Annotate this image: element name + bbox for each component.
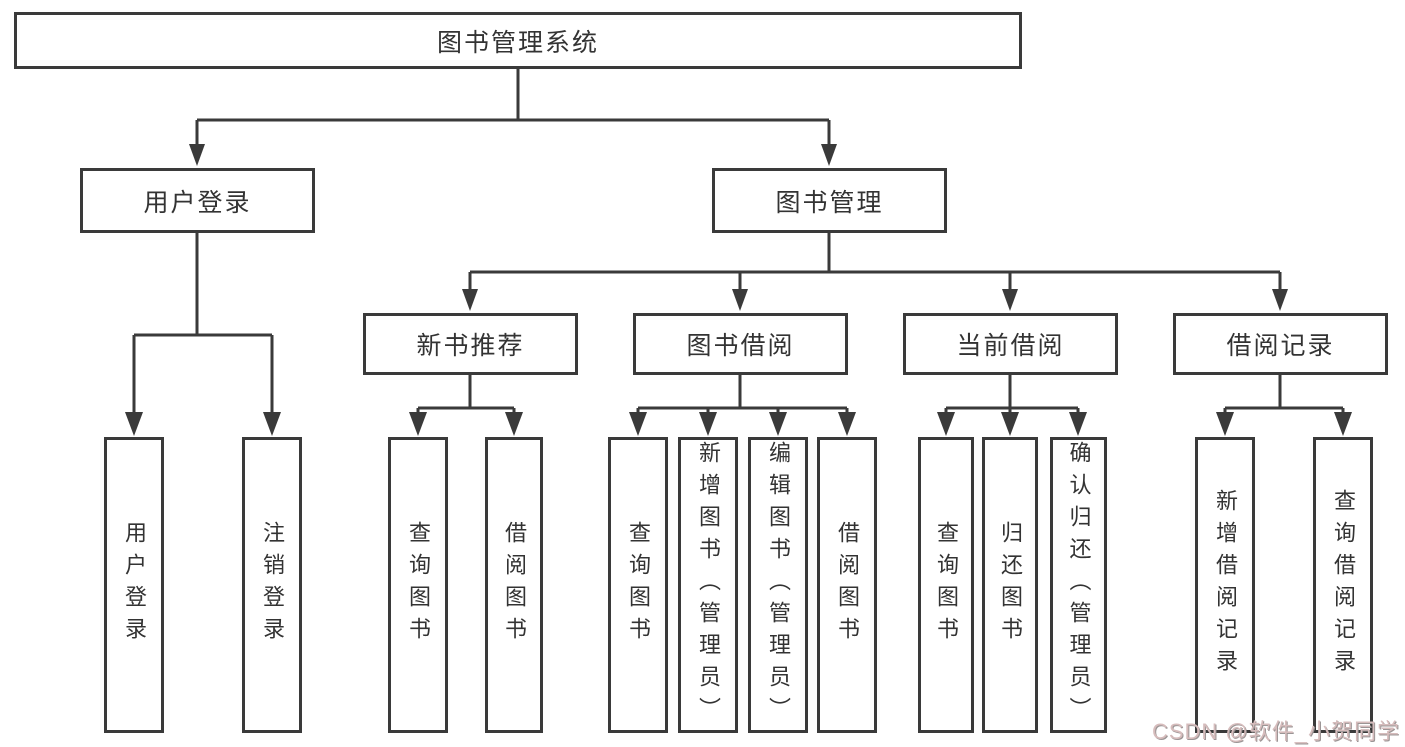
- node-new-book-recommend-label: 新书推荐: [416, 332, 525, 360]
- leaf-borrow-books-label: 借阅图书: [835, 521, 860, 649]
- leaf-add-borrow-record: 新增借阅记录: [1195, 437, 1255, 733]
- node-book-borrow-label: 图书借阅: [686, 332, 795, 360]
- leaf-logout: 注销登录: [242, 437, 302, 733]
- leaf-borrow-books-recommend: 借阅图书: [485, 437, 543, 733]
- leaf-query-books-recommend: 查询图书: [388, 437, 448, 733]
- node-user-login: 用户登录: [80, 168, 315, 233]
- csdn-watermark: CSDN @软件_小贺同学: [1151, 719, 1400, 744]
- node-library-system-label: 图书管理系统: [436, 28, 599, 57]
- leaf-user-login-label: 用户登录: [122, 521, 147, 649]
- leaf-query-books-current-label: 查询图书: [934, 521, 959, 649]
- leaf-edit-books-admin: 编辑图书（管理员）: [748, 437, 808, 733]
- leaf-confirm-return-admin-label: 确认归还（管理员）: [1066, 441, 1092, 729]
- leaf-borrow-books-recommend-label: 借阅图书: [502, 521, 527, 649]
- node-library-system: 图书管理系统: [14, 12, 1022, 69]
- leaf-confirm-return-admin: 确认归还（管理员）: [1050, 437, 1107, 733]
- node-borrow-record: 借阅记录: [1173, 313, 1388, 375]
- leaf-return-books-label: 归还图书: [998, 521, 1023, 649]
- leaf-add-books-admin: 新增图书（管理员）: [678, 437, 738, 733]
- node-new-book-recommend: 新书推荐: [363, 313, 578, 375]
- leaf-add-books-admin-label: 新增图书（管理员）: [696, 441, 721, 729]
- leaf-user-login: 用户登录: [104, 437, 164, 733]
- leaf-query-books-borrow: 查询图书: [608, 437, 668, 733]
- leaf-query-books-recommend-label: 查询图书: [406, 521, 431, 649]
- node-current-borrow-label: 当前借阅: [956, 332, 1065, 360]
- leaf-logout-label: 注销登录: [260, 521, 285, 649]
- leaf-edit-books-admin-label: 编辑图书（管理员）: [766, 441, 791, 729]
- node-current-borrow: 当前借阅: [903, 313, 1118, 375]
- node-book-borrow: 图书借阅: [633, 313, 848, 375]
- leaf-return-books: 归还图书: [982, 437, 1038, 733]
- leaf-query-borrow-record: 查询借阅记录: [1313, 437, 1373, 733]
- leaf-add-borrow-record-label: 新增借阅记录: [1213, 489, 1238, 681]
- leaf-borrow-books: 借阅图书: [817, 437, 877, 733]
- leaf-query-borrow-record-label: 查询借阅记录: [1331, 489, 1356, 681]
- node-book-management-label: 图书管理: [775, 188, 884, 217]
- node-user-login-label: 用户登录: [143, 188, 252, 217]
- leaf-query-books-current: 查询图书: [918, 437, 974, 733]
- leaf-query-books-borrow-label: 查询图书: [626, 521, 651, 649]
- node-book-management: 图书管理: [712, 168, 947, 233]
- node-borrow-record-label: 借阅记录: [1226, 332, 1335, 360]
